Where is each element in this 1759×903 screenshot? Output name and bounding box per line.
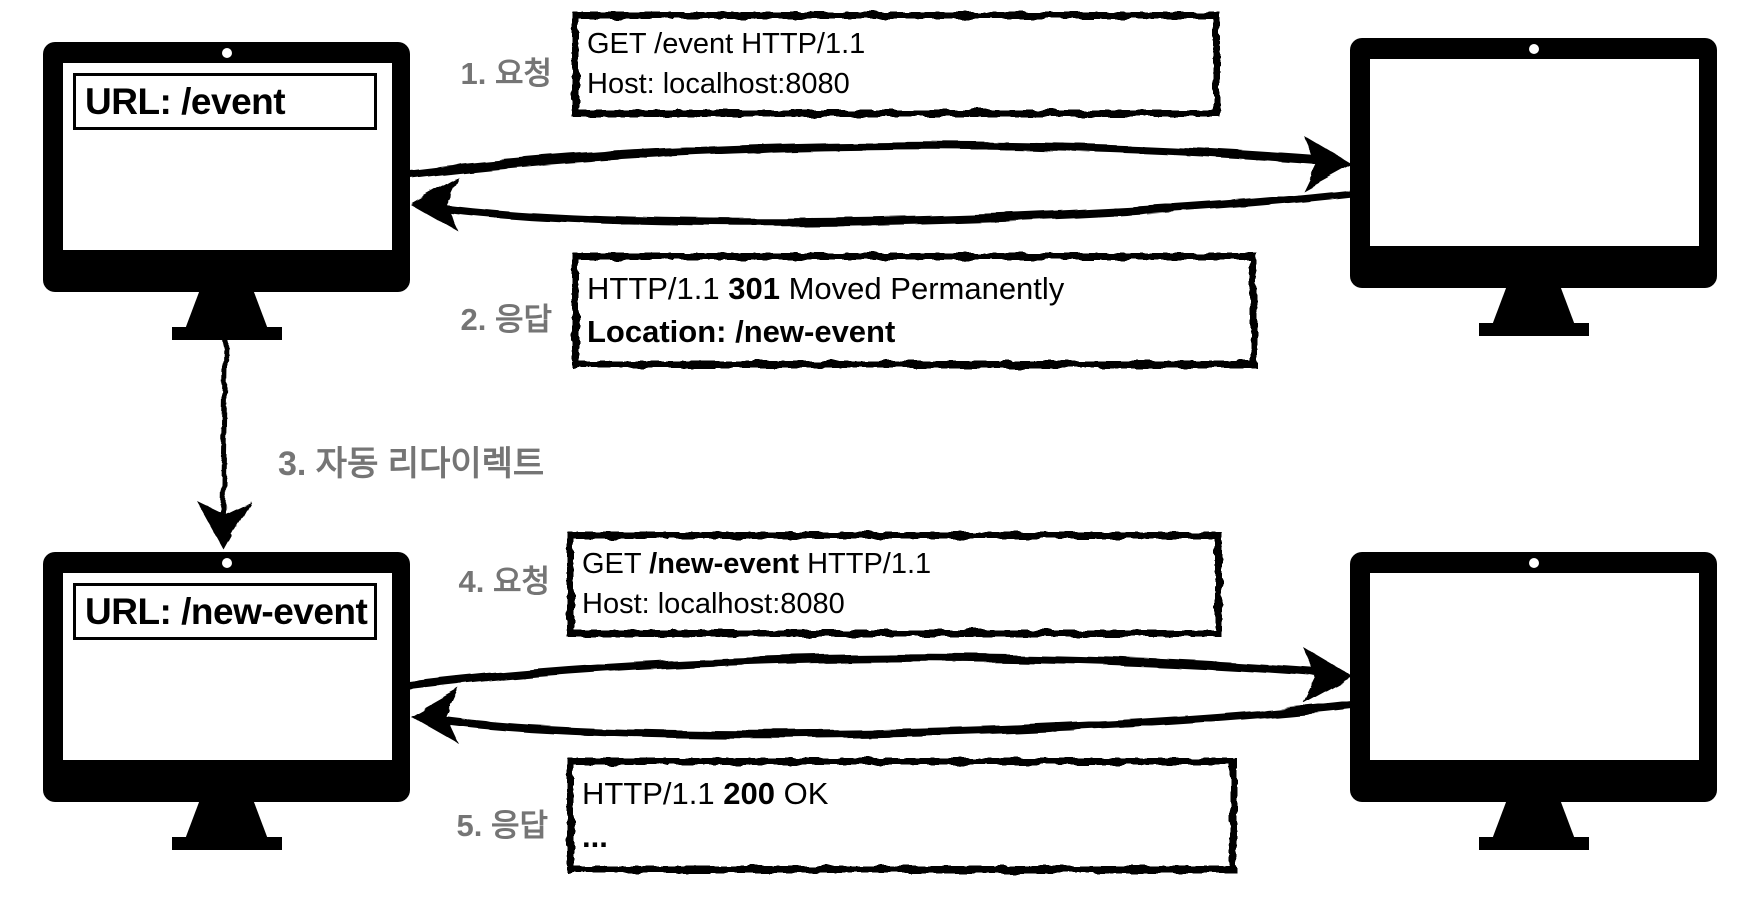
monitor-stand: [185, 801, 268, 838]
server-computer-top: [1350, 38, 1717, 336]
server-bottom-screen: [1370, 573, 1699, 760]
monitor-stand-base: [1478, 837, 1589, 850]
monitor-stand: [185, 291, 268, 328]
client-computer-top: URL: /event: [43, 42, 410, 340]
server-computer-bottom: [1350, 552, 1717, 850]
response-arrow-bottom: [432, 701, 1356, 739]
monitor-stand: [1492, 287, 1575, 324]
client-computer-bottom: URL: /new-event: [43, 552, 410, 850]
monitor-stand-base: [1478, 323, 1589, 336]
monitor-stand: [1492, 801, 1575, 838]
step1-label: 1. 요청: [460, 56, 552, 91]
response-arrow-top: [432, 189, 1356, 227]
request-arrow-bottom: [406, 653, 1328, 690]
message-line: Host: localhost:8080: [582, 588, 845, 620]
response-arrow-bottom-arrowhead: [410, 688, 459, 744]
camera-dot-icon: [221, 558, 232, 568]
message-line: ...: [582, 819, 608, 854]
sketchy-border: [572, 253, 1257, 368]
sketchy-border: [572, 12, 1220, 117]
camera-dot-icon: [1528, 558, 1539, 568]
request-arrow-top-arrowhead: [1303, 135, 1352, 191]
camera-dot-icon: [221, 48, 232, 58]
step5-label: 5. 응답: [456, 808, 548, 843]
message-line: Host: localhost:8080: [587, 68, 850, 100]
response1-message-box: HTTP/1.1 301 Moved Permanently Location:…: [572, 253, 1257, 368]
server-top-screen: [1370, 59, 1699, 246]
request-arrow-bottom-arrowhead: [1303, 647, 1352, 703]
step4-label: 4. 요청: [458, 564, 550, 599]
redirect-arrow: [220, 335, 229, 515]
sketchy-border: [567, 532, 1222, 637]
message-line: GET /event HTTP/1.1: [587, 27, 866, 60]
message-line: Location: /new-event: [587, 314, 896, 349]
message-line: HTTP/1.1 200 OK: [582, 776, 829, 812]
monitor-stand-base: [171, 327, 282, 340]
response2-message-box: HTTP/1.1 200 OK ...: [567, 758, 1237, 873]
response-arrow-top-arrowhead: [410, 176, 459, 232]
camera-dot-icon: [1528, 44, 1539, 54]
redirect-arrow-arrowhead: [197, 501, 251, 550]
url-bar-top: URL: /event: [73, 73, 377, 130]
step3-label: 3. 자동 리다이렉트: [278, 445, 545, 483]
monitor-stand-base: [171, 837, 282, 850]
step2-label: 2. 응답: [460, 302, 552, 337]
request-arrow-top: [406, 141, 1328, 178]
sketchy-border: [567, 758, 1237, 873]
request2-message-box: GET /new-event HTTP/1.1 Host: localhost:…: [567, 532, 1222, 637]
message-line: HTTP/1.1 301 Moved Permanently: [587, 271, 1065, 307]
message-line: GET /new-event HTTP/1.1: [582, 547, 932, 580]
url-bar-bottom: URL: /new-event: [73, 583, 377, 640]
request1-message-box: GET /event HTTP/1.1 Host: localhost:8080: [572, 12, 1220, 117]
